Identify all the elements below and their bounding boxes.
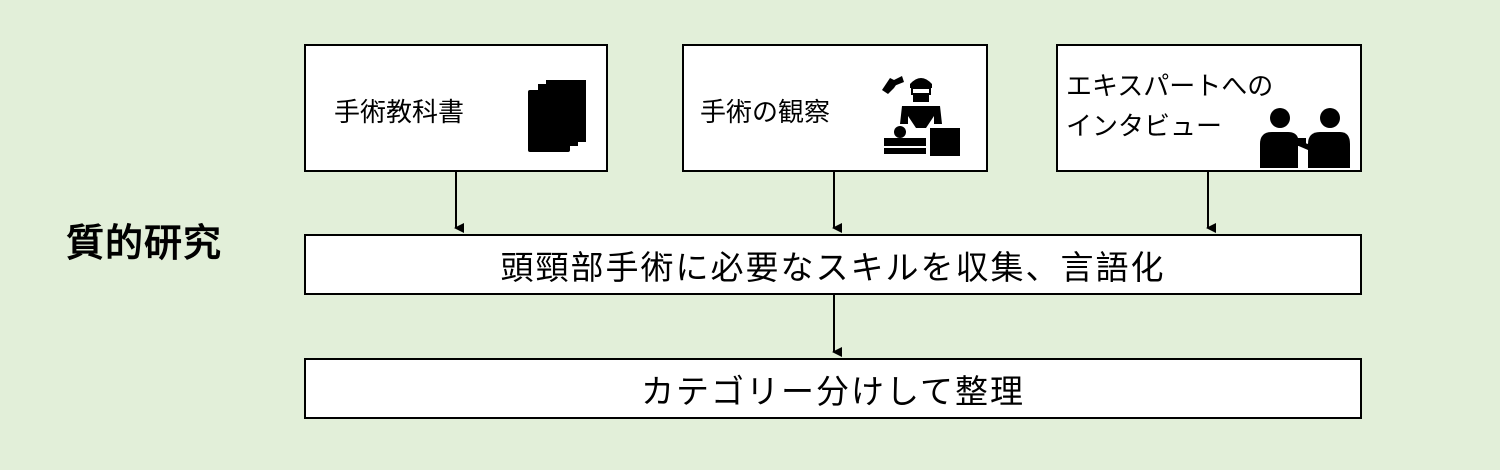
box-interview-label-line1: エキスパートへの [1066, 72, 1274, 102]
box-organize-label: カテゴリー分けして整理 [640, 371, 1025, 411]
box-interview-label-line2: インタビュー [1066, 112, 1223, 142]
box-observation: 手術の観察 [682, 44, 988, 172]
box-textbooks: 手術教科書 [304, 44, 608, 172]
surgeon-icon [882, 76, 960, 156]
box-collect: 頭頸部手術に必要なスキルを収集、言語化 [304, 234, 1362, 295]
box-interview: エキスパートへの インタビュー [1056, 44, 1362, 172]
side-label: 質的研究 [66, 221, 223, 265]
box-collect-label: 頭頸部手術に必要なスキルを収集、言語化 [500, 247, 1166, 287]
interview-icon [1260, 108, 1350, 168]
box-observation-label: 手術の観察 [700, 98, 831, 128]
box-organize: カテゴリー分けして整理 [304, 358, 1362, 419]
books-icon [528, 80, 586, 152]
box-textbooks-label: 手術教科書 [334, 98, 465, 128]
